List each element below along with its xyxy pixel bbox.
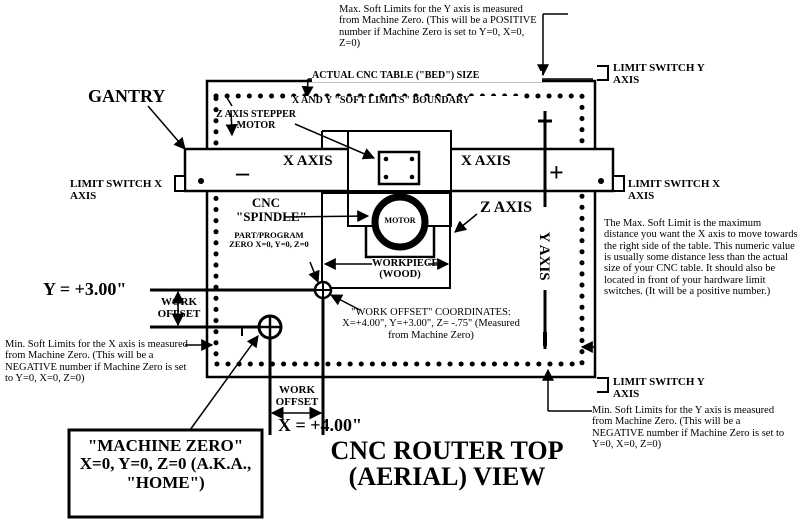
diagram-title: CNC ROUTER TOP (AERIAL) VIEW (330, 436, 564, 491)
limit-switch-x-right-label: LIMIT SWITCH X AXIS (628, 178, 721, 202)
min-x-soft-limit-note: Min. Soft Limits for the X axis is measu… (5, 339, 188, 384)
spindle-motor-ring (371, 193, 429, 251)
limit-switch-x-left-icon (174, 175, 186, 192)
workpiece-label: WORKPIECE (WOOD) (372, 258, 439, 281)
soft-limits-boundary (213, 93, 585, 367)
stepper-motor (377, 150, 421, 186)
limit-switch-x-right-icon (612, 175, 625, 192)
limit-switch-y-top-label: LIMIT SWITCH Y AXIS (613, 62, 705, 86)
work-offset-left-label: WORK OFFSET (157, 296, 201, 320)
work-offset-bottom-label: WORK OFFSET (275, 384, 319, 408)
table-size-label: ACTUAL CNC TABLE ("BED") SIZE (312, 70, 542, 82)
y-offset-value: Y = +3.00" (43, 279, 127, 299)
min-y-soft-limit-note: Min. Soft Limits for the Y axis is measu… (592, 405, 785, 450)
z-axis-label: Z AXIS (480, 199, 533, 216)
minus-x-label: – (236, 158, 249, 187)
x-axis-right-label: X AXIS (461, 153, 511, 169)
gantry-left-dot (198, 178, 204, 184)
x-offset-value: X = +4.00" (278, 415, 363, 435)
soft-limits-boundary-label: X AND Y "SOFT LIMITS" BOUNDARY (292, 95, 522, 107)
part-zero-label: PART/PROGRAM ZERO X=0, Y=0, Z=0 (229, 230, 309, 250)
max-y-soft-limit-note: Max. Soft Limits for the Y axis is measu… (339, 4, 537, 49)
machine-zero-label: "MACHINE ZERO" X=0, Y=0, Z=0 (A.K.A., "H… (79, 436, 252, 492)
x-axis-left-label: X AXIS (283, 153, 333, 169)
limit-switch-y-bottom-icon (597, 377, 609, 393)
cnc-spindle-label: CNC "SPINDLE" (236, 195, 307, 225)
machine-zero-box (67, 428, 264, 519)
max-x-soft-limit-note: The Max. Soft Limit is the maximum dista… (604, 218, 798, 297)
motor-label: MOTOR (384, 216, 416, 225)
workpiece (321, 192, 451, 289)
spindle-mount (364, 225, 436, 259)
limit-switch-y-top-icon (597, 65, 609, 81)
work-offset-coordinates: "WORK OFFSET" COORDINATES: X=+4.00", Y=+… (342, 307, 520, 341)
gantry-right-dot (598, 178, 604, 184)
limit-switch-y-bottom-label: LIMIT SWITCH Y AXIS (613, 376, 705, 400)
z-axis-stepper-label: Z AXIS STEPPER MOTOR (215, 109, 297, 131)
plus-x-label: + (549, 158, 564, 187)
gantry-label: GANTRY (88, 86, 166, 106)
y-axis-label: Y AXIS (536, 231, 553, 281)
limit-switch-x-left-label: LIMIT SWITCH X AXIS (70, 178, 163, 202)
